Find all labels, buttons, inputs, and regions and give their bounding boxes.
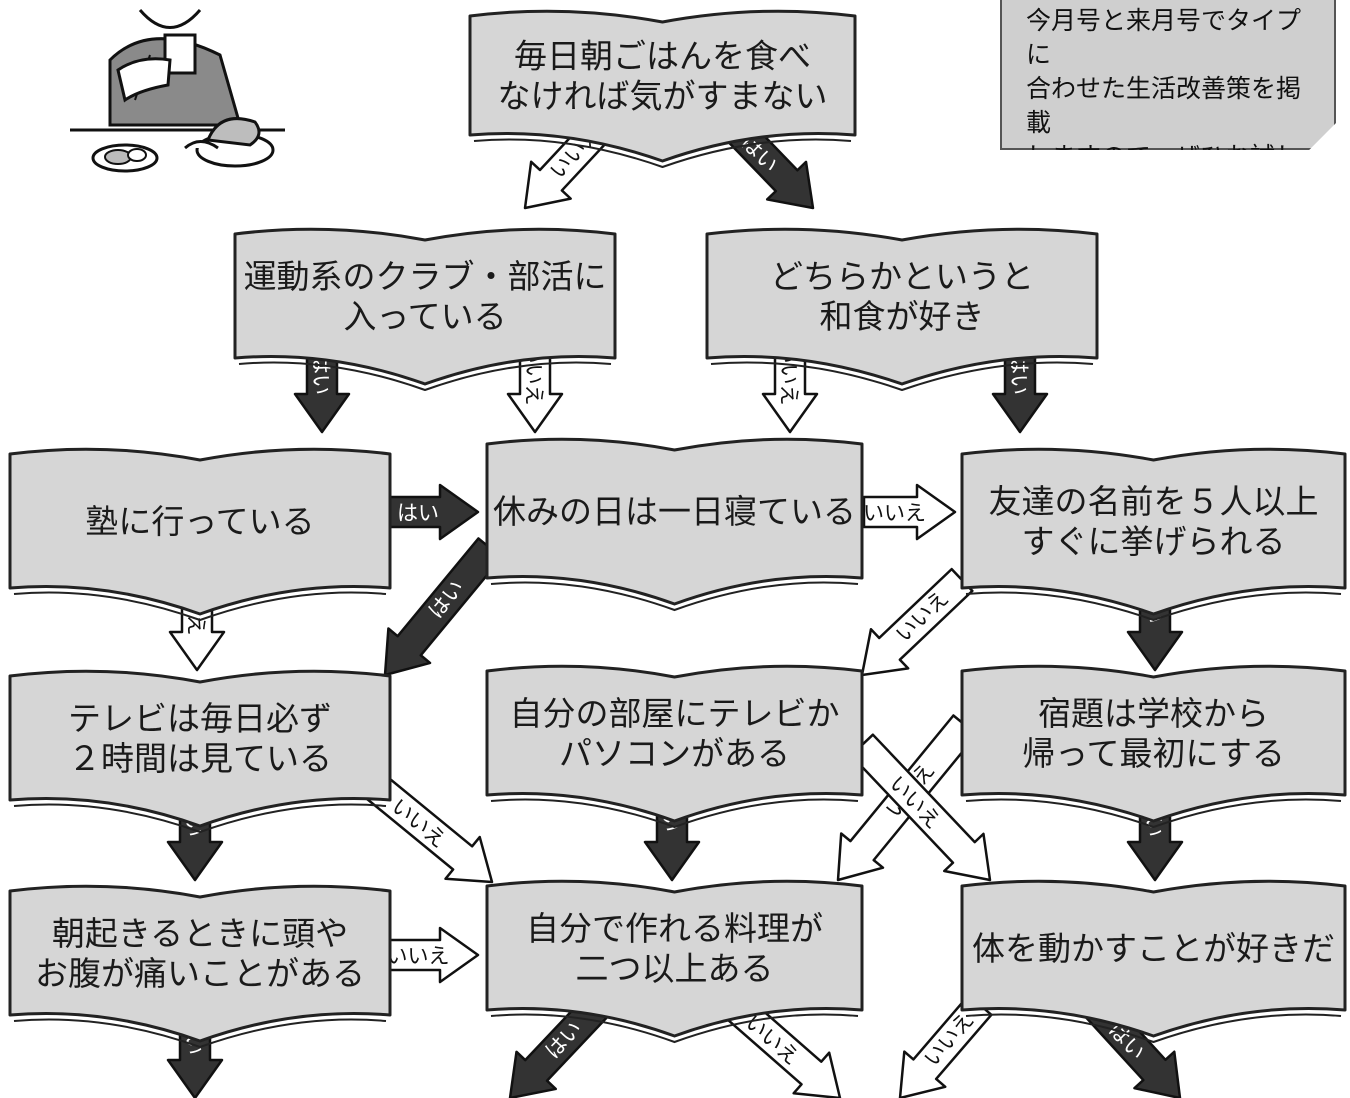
no-arrow: いいえ [860, 567, 974, 677]
question-box-like-exercise: 体を動かすことが好きだ [960, 879, 1347, 1044]
question-text: すぐに挙げられる [1022, 522, 1286, 561]
boxes-layer: 毎日朝ごはんを食べなければ気がすまない運動系のクラブ・部活に入っているどちらかと… [8, 9, 1347, 1049]
question-text: 帰って最初にする [1022, 734, 1285, 773]
question-text: 自分で作れる料理が [526, 909, 823, 948]
question-text: なければ気がすまない [498, 77, 828, 116]
arrow-label: いいえ [863, 501, 926, 525]
question-text: 和食が好き [820, 297, 985, 336]
question-box-sleep-holiday: 休みの日は一日寝ている [485, 437, 864, 612]
question-text: 友達の名前を５人以上 [989, 482, 1319, 521]
question-text: 入っている [343, 297, 506, 336]
question-text: どちらかというと [770, 257, 1034, 296]
question-box-cram-school: 塾に行っている [8, 447, 392, 622]
question-text: 宿題は学校から [1038, 694, 1269, 733]
question-text: お腹が痛いことがある [35, 954, 365, 993]
question-text: 毎日朝ごはんを食べ [514, 37, 811, 76]
info-note-text: 今月号と来月号でタイプに 合わせた生活改善策を掲載 しますので、ぜひお試しく だ… [1026, 6, 1302, 239]
question-text: 体を動かすことが好きだ [972, 929, 1335, 968]
arrow-label: いいえ [387, 944, 450, 968]
question-text: 休みの日は一日寝ている [493, 492, 856, 531]
question-text: 朝起きるときに頭や [52, 914, 348, 953]
arrow-label: はい [397, 501, 439, 525]
no-arrow: いいえ [862, 483, 957, 541]
question-text: 運動系のクラブ・部活に [244, 257, 607, 296]
info-note: 今月号と来月号でタイプに 合わせた生活改善策を掲載 しますので、ぜひお試しく だ… [1000, 0, 1336, 150]
no-arrow: いいえ [387, 926, 480, 984]
question-text: ２時間は見ている [68, 739, 332, 778]
question-text: テレビは毎日必ず [68, 699, 332, 738]
question-text: 塾に行っている [85, 502, 314, 541]
question-text: 自分の部屋にテレビか [510, 694, 840, 733]
yes-arrow: はい [386, 483, 480, 541]
question-text: パソコンがある [559, 734, 790, 773]
person-drinking-illustration [70, 9, 285, 173]
question-text: 二つ以上ある [576, 949, 774, 988]
